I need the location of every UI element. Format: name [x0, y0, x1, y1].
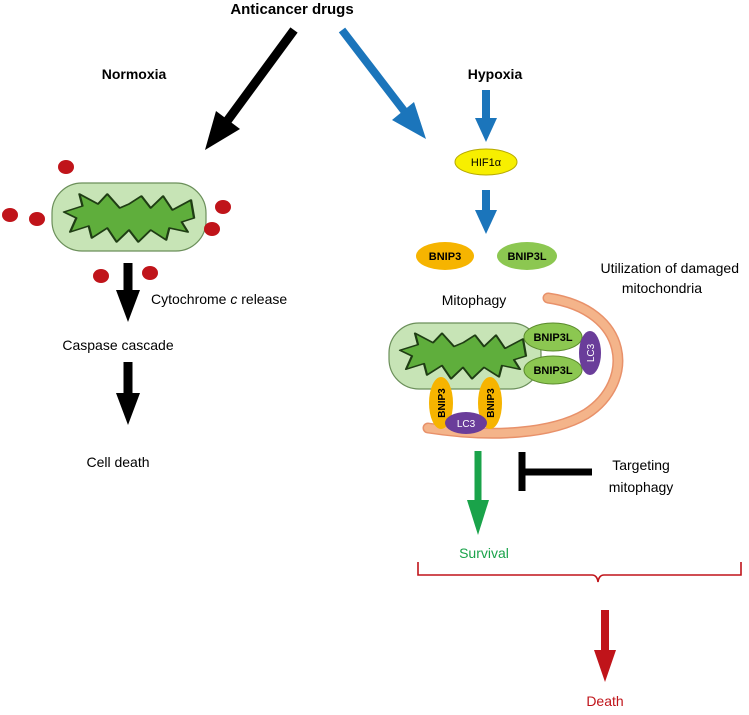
bnip3-receptor-left: BNIP3: [429, 377, 453, 429]
arrow-to-hypoxia: [338, 27, 426, 139]
utilization-label-2: mitochondria: [622, 280, 702, 296]
cytochrome-c-dot-icon: [93, 269, 109, 283]
cytochrome-c-dots: [2, 160, 231, 283]
bnip3-receptor-right-label: BNIP3: [486, 388, 497, 418]
survival-brace: [417, 562, 742, 583]
cell-death-label: Cell death: [86, 454, 149, 470]
arrow-to-death: [594, 610, 616, 682]
arrow-to-survival: [467, 451, 489, 535]
arrow-to-normoxia: [205, 27, 298, 150]
lc3-vertical: LC3: [579, 331, 601, 375]
arrow-to-cell-death: [116, 362, 140, 425]
bnip3-free: BNIP3: [416, 242, 474, 270]
utilization-label-1: Utilization of damaged: [600, 260, 739, 276]
cytochrome-c-dot-icon: [204, 222, 220, 236]
lc3-vertical-label: LC3: [586, 343, 597, 362]
targeting-label-1: Targeting: [612, 457, 670, 473]
cytochrome-c-dot-icon: [142, 266, 158, 280]
bnip3l-receptor-top: BNIP3L: [523, 322, 583, 352]
arrow-hif-to-bnip: [475, 190, 497, 234]
lc3-horizontal-label: LC3: [457, 419, 476, 430]
hif1a-node: HIF1α: [454, 148, 518, 176]
bnip3l-receptor-bottom: BNIP3L: [523, 355, 583, 385]
mitophagy-label: Mitophagy: [442, 292, 507, 308]
caspase-cascade-label: Caspase cascade: [62, 337, 174, 353]
cytochrome-c-dot-icon: [215, 200, 231, 214]
normoxia-label: Normoxia: [102, 66, 167, 82]
title-label: Anticancer drugs: [230, 1, 353, 18]
arrow-hypoxia-to-hif: [475, 90, 497, 142]
death-label: Death: [586, 693, 623, 709]
mitochondrion-icon: [51, 182, 207, 252]
cytochrome-c-dot-icon: [2, 208, 18, 222]
targeting-label-2: mitophagy: [609, 479, 674, 495]
hypoxia-label: Hypoxia: [468, 66, 523, 82]
bnip3l-receptor-top-label: BNIP3L: [533, 332, 572, 344]
bnip3-receptor-right: BNIP3: [478, 377, 502, 429]
bnip3l-free: BNIP3L: [497, 242, 557, 270]
survival-label: Survival: [459, 545, 509, 561]
cytochrome-c-dot-icon: [58, 160, 74, 174]
bnip3-receptor-left-label: BNIP3: [437, 388, 448, 418]
arrow-to-caspase: [116, 263, 140, 322]
bnip3-free-label: BNIP3: [429, 251, 461, 263]
inhibition-symbol: [518, 452, 592, 491]
lc3-horizontal: LC3: [445, 412, 487, 434]
bnip3l-receptor-bottom-label: BNIP3L: [533, 365, 572, 377]
cytochrome-release-label: Cytochrome c release: [151, 291, 287, 307]
phagophore-membrane-fill: [424, 294, 622, 438]
bnip3l-free-label: BNIP3L: [507, 251, 546, 263]
cytochrome-c-dot-icon: [29, 212, 45, 226]
hif1a-label: HIF1α: [471, 157, 502, 169]
damaged-mitochondrion-icon: [388, 322, 542, 390]
